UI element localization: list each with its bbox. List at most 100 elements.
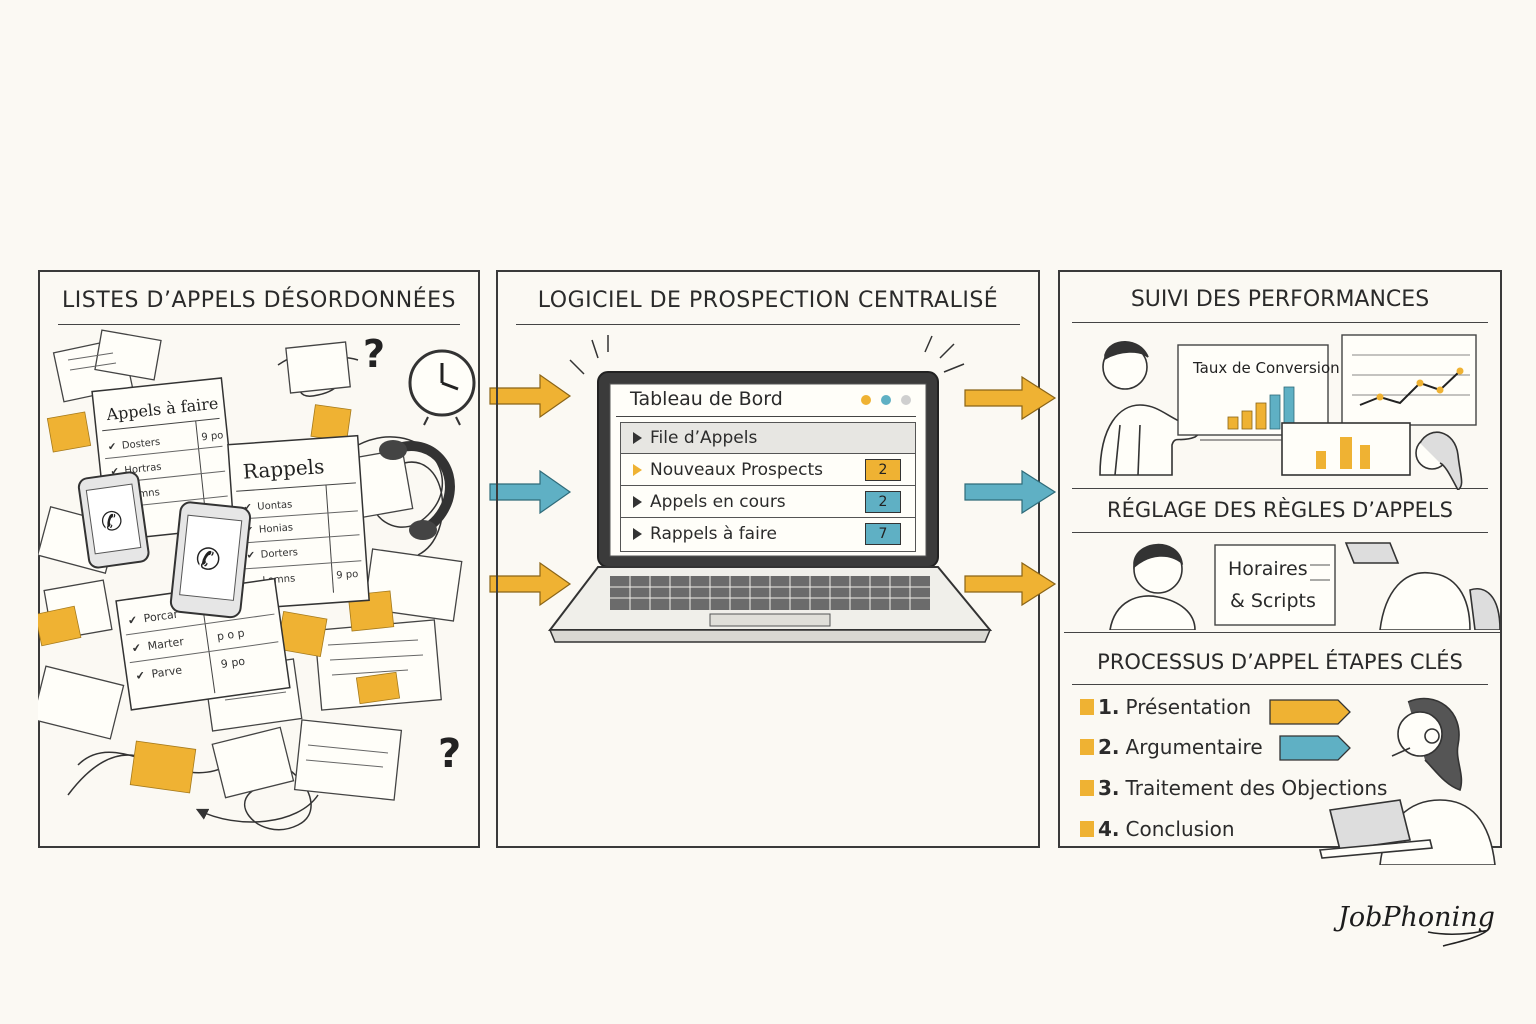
- dashboard-list: File d’Appels Nouveaux Prospects 2 Appel…: [620, 422, 916, 552]
- svg-text:✔: ✔: [127, 613, 138, 627]
- count-badge: 7: [865, 523, 901, 545]
- flow-arrows-left: [489, 373, 572, 607]
- triangle-icon: [633, 464, 642, 476]
- count-badge: 2: [865, 459, 901, 481]
- sheet-time: 9 po: [336, 569, 359, 582]
- dashboard-row-calls-in-progress[interactable]: Appels en cours 2: [621, 487, 915, 518]
- step-number: 4.: [1098, 817, 1120, 841]
- step-number: 3.: [1098, 776, 1120, 800]
- seated-woman-icon: [1415, 431, 1463, 490]
- dashboard-title: Tableau de Bord: [630, 388, 783, 410]
- board-label: Taux de Conversion: [1192, 359, 1340, 377]
- step-marker: [1080, 821, 1094, 837]
- svg-text:✆: ✆: [99, 506, 125, 539]
- dashboard-title-rule: [616, 416, 916, 417]
- sheet-cell: p o p: [216, 626, 245, 643]
- arrow-right-icon: [489, 373, 572, 419]
- svg-text:✔: ✔: [243, 502, 252, 514]
- man-profile-icon: [1109, 543, 1196, 630]
- panel-title-call-rules: RÉGLAGE DES RÈGLES D’APPELS: [1107, 498, 1453, 522]
- title-underline: [58, 324, 460, 325]
- panel-title-call-process: PROCESSUS D’APPEL ÉTAPES CLÉS: [1097, 650, 1463, 674]
- step-label: Présentation: [1125, 695, 1252, 719]
- step-marker: [1080, 699, 1094, 715]
- arrow-right-icon: [489, 469, 572, 515]
- row-label: File d’Appels: [650, 428, 758, 448]
- dashboard-row-call-queue[interactable]: File d’Appels: [621, 423, 915, 454]
- sheet-title: Rappels: [242, 454, 325, 484]
- row-label: Appels en cours: [650, 492, 786, 512]
- process-step-4: 4. Conclusion: [1080, 817, 1235, 841]
- arrow-right-icon: [964, 561, 1057, 607]
- telephone-handset-icon: [379, 440, 455, 540]
- step-arrow-tag-icon: [1269, 699, 1351, 725]
- section-divider: [1072, 488, 1488, 489]
- process-illustration: [1269, 697, 1496, 865]
- panel-title-performance: SUIVI DES PERFORMANCES: [1130, 287, 1430, 312]
- question-mark-icon: ?: [363, 332, 385, 376]
- title-underline: [1072, 322, 1488, 323]
- performance-illustration: Taux de Conversion: [1099, 334, 1477, 490]
- row-label: Rappels à faire: [650, 524, 777, 544]
- count-badge: 2: [865, 491, 901, 513]
- svg-text:✔: ✔: [110, 466, 119, 478]
- process-step-2: 2. Argumentaire: [1080, 735, 1263, 759]
- smartphone-icon: ✆: [77, 471, 150, 569]
- panel-title: LOGICIEL DE PROSPECTION CENTRALISÉ: [537, 288, 999, 313]
- question-mark-icon: ?: [438, 731, 461, 777]
- step-marker: [1080, 739, 1094, 755]
- step-label: Argumentaire: [1125, 735, 1263, 759]
- rules-card-line2: & Scripts: [1230, 590, 1316, 612]
- process-step-1: 1. Présentation: [1080, 695, 1251, 719]
- title-underline: [1072, 684, 1488, 685]
- sheet-row: Uontas: [257, 499, 293, 512]
- window-dot-teal: [881, 395, 891, 405]
- svg-text:✔: ✔: [135, 669, 146, 683]
- step-label: Conclusion: [1125, 817, 1235, 841]
- rules-illustration: [1109, 542, 1500, 630]
- flow-arrows-right: [964, 375, 1057, 607]
- arrow-right-icon: [964, 375, 1057, 421]
- sheet-row: Parve: [151, 664, 183, 681]
- sheet-cell: 9 po: [220, 655, 246, 671]
- row-label: Nouveaux Prospects: [650, 460, 824, 480]
- messy-papers-illustration: Appels à faire ✔Dosters 9 po ✔Hortras Lo…: [38, 329, 476, 831]
- panel-messy-call-lists: LISTES D’APPELS DÉSORDONNÉES: [38, 270, 480, 848]
- step-arrow-tag-icon: [1279, 735, 1351, 761]
- panel-right-column: [1058, 270, 1502, 848]
- triangle-icon: [633, 528, 642, 540]
- title-underline: [516, 324, 1020, 325]
- step-number: 1.: [1098, 695, 1120, 719]
- sheet-row: Porcar: [143, 607, 180, 625]
- window-dot-yellow: [861, 395, 871, 405]
- brand-logo: JobPhoning: [1338, 902, 1495, 933]
- sheet-row: Dorters: [260, 547, 298, 561]
- arrow-right-icon: [489, 561, 572, 607]
- svg-text:✆: ✆: [194, 541, 223, 578]
- operator-with-headset-icon: [1318, 697, 1496, 865]
- dashboard-row-callbacks[interactable]: Rappels à faire 7: [621, 519, 915, 549]
- panel-centralized-software: LOGICIEL DE PROSPECTION CENTRALISÉ: [496, 270, 1040, 848]
- rules-card-line1: Horaires: [1228, 558, 1308, 580]
- window-dot-grey: [901, 395, 911, 405]
- clock-icon: [408, 349, 476, 426]
- process-step-3: 3. Traitement des Objections: [1080, 776, 1387, 800]
- step-number: 2.: [1098, 735, 1120, 759]
- svg-text:✔: ✔: [107, 441, 116, 453]
- step-label: Traitement des Objections: [1125, 776, 1388, 800]
- smartphone-icon: ✆: [169, 501, 252, 619]
- brand-underline: [1427, 930, 1489, 947]
- woman-with-tablet-icon: [1344, 542, 1500, 630]
- arrow-right-icon: [964, 469, 1057, 515]
- sheet-time: 9 po: [201, 430, 224, 443]
- dashboard-row-new-prospects[interactable]: Nouveaux Prospects 2: [621, 455, 915, 486]
- triangle-icon: [633, 496, 642, 508]
- sheet-row: Marter: [147, 635, 185, 653]
- presenter-person-icon: [1099, 341, 1222, 476]
- svg-text:✔: ✔: [246, 550, 255, 562]
- title-underline: [1072, 532, 1488, 533]
- panel-title: LISTES D’APPELS DÉSORDONNÉES: [62, 288, 456, 313]
- section-divider: [1064, 632, 1500, 633]
- step-marker: [1080, 780, 1094, 796]
- triangle-icon: [633, 432, 642, 444]
